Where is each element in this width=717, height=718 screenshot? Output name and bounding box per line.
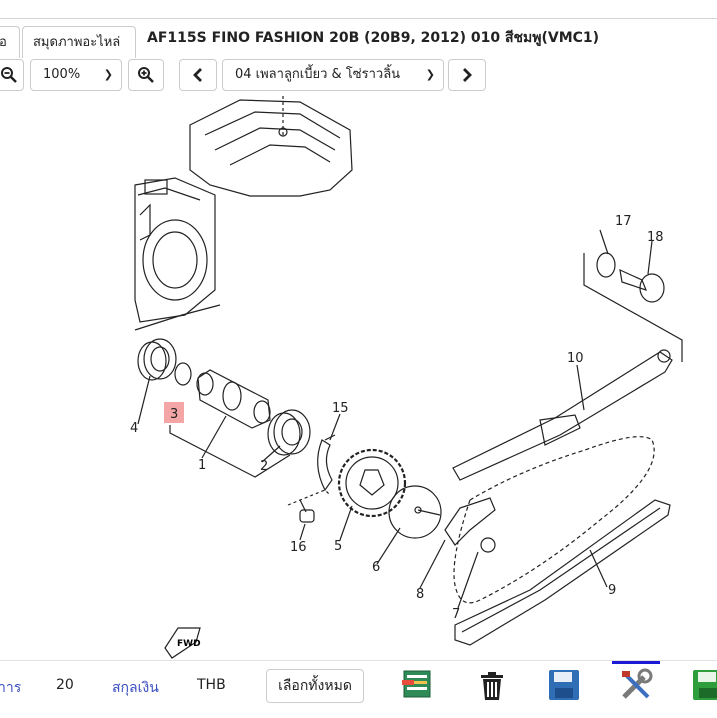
callout-6[interactable]: 6 [372, 560, 380, 575]
chevron-left-icon [193, 68, 202, 82]
section-select[interactable]: 04 เพลาลูกเบี้ยว & โซ่ราวลิ้น ❯ [222, 59, 444, 91]
tab-partial[interactable]: อ [0, 26, 20, 58]
zoom-select-value: 100% [43, 67, 81, 82]
select-all-button[interactable]: เลือกทั้งหมด [266, 669, 364, 703]
callout-5[interactable]: 5 [334, 539, 342, 554]
zoom-select[interactable]: 100% ❯ [30, 59, 122, 91]
select-all-label: เลือกทั้งหมด [278, 678, 352, 694]
active-indicator [612, 661, 660, 664]
chevron-down-icon: ❯ [103, 68, 113, 81]
currency-value: THB [197, 677, 226, 693]
list-add-icon[interactable] [400, 667, 436, 703]
chain-guide-lower-outline [454, 499, 671, 646]
chevron-down-icon: ❯ [425, 68, 435, 81]
tools-icon[interactable] [618, 667, 654, 703]
callout-3[interactable]: 3 [170, 407, 178, 422]
callout-7[interactable]: 7 [452, 607, 460, 622]
trash-icon[interactable] [474, 667, 510, 703]
save-green-icon[interactable] [690, 667, 717, 703]
fwd-arrow-icon: FWD [164, 627, 201, 659]
currency-label: สกุลเงิน [112, 680, 159, 696]
save-icon[interactable] [546, 667, 582, 703]
page-title: AF115S FINO FASHION 20B (20B9, 2012) 010… [147, 30, 600, 46]
callout-9[interactable]: 9 [608, 583, 616, 598]
callout-8[interactable]: 8 [416, 587, 424, 602]
cylinder-block-outline [134, 177, 216, 323]
fwd-label: FWD [177, 639, 201, 649]
zoom-in-icon [138, 67, 154, 83]
zoom-out-button[interactable] [0, 59, 24, 91]
callout-17[interactable]: 17 [615, 214, 632, 229]
callout-4[interactable]: 4 [130, 421, 138, 436]
selected-part-highlight [164, 402, 184, 423]
zoom-out-icon [1, 67, 17, 83]
tab-parts-catalog-label: สมุดภาพอะไหล่ [33, 35, 121, 50]
chain-guide-outline [452, 351, 673, 481]
tab-partial-label: อ [0, 35, 7, 50]
bottom-toolbar: าาร 20 สกุลเงิน THB เลือกทั้งหมด [0, 660, 717, 718]
camshaft-outline [197, 369, 271, 429]
callout-2[interactable]: 2 [260, 459, 268, 474]
callout-16[interactable]: 16 [290, 540, 307, 555]
parts-diagram: FWD 3 4 1 2 15 5 16 6 8 7 9 10 17 18 [130, 96, 683, 659]
tab-parts-catalog[interactable]: สมุดภาพอะไหล่ [22, 26, 136, 58]
top-strip [0, 0, 717, 19]
zoom-in-button[interactable] [128, 59, 164, 91]
callout-15[interactable]: 15 [332, 401, 349, 416]
next-section-button[interactable] [448, 59, 486, 91]
chevron-right-icon [463, 68, 472, 82]
callout-18[interactable]: 18 [647, 230, 664, 245]
callout-1[interactable]: 1 [198, 458, 206, 473]
cylinder-head-outline [189, 99, 353, 197]
callout-10[interactable]: 10 [567, 351, 584, 366]
items-count: 20 [56, 677, 74, 693]
items-label: าาร [0, 680, 22, 696]
previous-section-button[interactable] [179, 59, 217, 91]
section-select-value: 04 เพลาลูกเบี้ยว & โซ่ราวลิ้น [235, 67, 401, 82]
